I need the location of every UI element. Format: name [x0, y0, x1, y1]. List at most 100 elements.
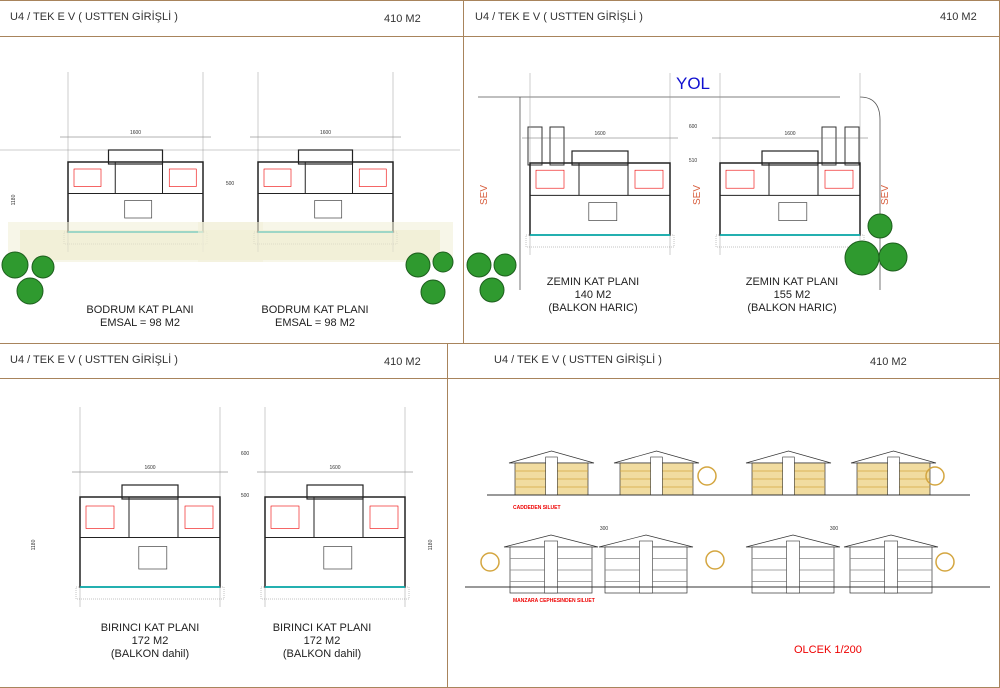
dimension-width: 1600	[144, 465, 155, 471]
room-detail	[168, 168, 197, 187]
dimension-gap: 600	[689, 124, 698, 130]
furniture	[588, 202, 618, 221]
wall-block	[121, 484, 179, 500]
panel-title: U4 / TEK E V ( USTTEN GİRİŞLİ )	[494, 354, 662, 366]
room-detail	[270, 505, 300, 529]
dimension-width: 1600	[130, 130, 141, 136]
panel-title: U4 / TEK E V ( USTTEN GİRİŞLİ )	[475, 11, 643, 23]
tree-icon	[479, 277, 505, 303]
panel-area: 410 M2	[870, 356, 907, 368]
car-icon	[527, 126, 543, 166]
tree-icon	[16, 277, 44, 305]
room-detail	[824, 169, 854, 189]
furniture	[778, 202, 808, 221]
tree-icon	[480, 552, 500, 572]
stair-tower	[650, 456, 663, 496]
dimension-depth: 1180	[11, 194, 17, 205]
street-elevation-label: CADDEDEN SILUET	[513, 505, 561, 511]
stair-tower	[786, 540, 800, 594]
room-detail	[535, 169, 565, 189]
dimension-gap: 510	[689, 158, 698, 164]
terrace	[75, 586, 225, 600]
car-icon	[821, 126, 837, 166]
room-detail	[73, 168, 102, 187]
dimension-gap: 500	[226, 181, 235, 187]
tree-icon	[493, 253, 517, 277]
frame-line	[0, 378, 1000, 379]
frame-line	[0, 343, 1000, 344]
frame-line	[0, 36, 1000, 37]
tree-icon	[867, 213, 893, 239]
wall-outline	[719, 162, 861, 236]
stair-tower	[639, 540, 653, 594]
dimension-spacing: 300	[600, 526, 609, 532]
tree-icon	[697, 466, 717, 486]
tree-icon	[1, 251, 29, 279]
dimension-width: 1600	[329, 465, 340, 471]
furniture	[323, 546, 353, 570]
road-edge	[478, 96, 881, 290]
tree-icon	[925, 466, 945, 486]
car-icon	[844, 126, 860, 166]
dimension-gap: 500	[241, 493, 250, 499]
wall-outline	[67, 161, 204, 233]
wall-block	[107, 149, 164, 165]
scale-label: OLCEK 1/200	[794, 644, 862, 656]
stair-tower	[884, 540, 898, 594]
tree-icon	[420, 279, 446, 305]
tree-icon	[844, 240, 880, 276]
dimension-gap: 600	[241, 451, 250, 457]
room-detail	[358, 168, 387, 187]
tree-icon	[705, 550, 725, 570]
stair-tower	[782, 456, 795, 496]
sev-label: SEV	[479, 185, 490, 205]
sev-label: SEV	[692, 185, 703, 205]
sev-label: SEV	[880, 185, 891, 205]
wall-block	[297, 149, 354, 165]
tree-icon	[31, 255, 55, 279]
room-detail	[725, 169, 755, 189]
terrace	[715, 234, 865, 248]
dimension-depth: 1180	[31, 539, 37, 550]
stair-tower	[544, 540, 558, 594]
tree-icon	[935, 552, 955, 572]
tree-icon	[405, 252, 431, 278]
car-icon	[549, 126, 565, 166]
panel-area: 410 M2	[384, 356, 421, 368]
room-detail	[634, 169, 664, 189]
tree-icon	[878, 242, 908, 272]
wall-block	[761, 150, 819, 166]
room-detail	[369, 505, 399, 529]
panel-title: U4 / TEK E V ( USTTEN GİRİŞLİ )	[10, 354, 178, 366]
dimension-width: 1600	[784, 131, 795, 137]
furniture	[314, 200, 343, 219]
dimension-width: 1600	[320, 130, 331, 136]
room-detail	[263, 168, 292, 187]
tree-icon	[432, 251, 454, 273]
view-elevation-label: MANZARA CEPHESINDEN SILUET	[513, 598, 595, 604]
wall-outline	[529, 162, 671, 236]
terrace	[260, 586, 410, 600]
wall-outline	[264, 496, 406, 588]
dimension-depth: 1180	[428, 539, 434, 550]
stair-tower	[887, 456, 900, 496]
wall-outline	[257, 161, 394, 233]
terrace	[525, 234, 675, 248]
road-label: YOL	[676, 74, 711, 93]
furniture	[138, 546, 168, 570]
frame-line	[0, 0, 1000, 1]
room-detail	[85, 505, 115, 529]
panel-title: U4 / TEK E V ( USTTEN GİRİŞLİ )	[10, 11, 178, 23]
dimension-width: 1600	[594, 131, 605, 137]
frame-divider	[463, 0, 464, 343]
wall-outline	[79, 496, 221, 588]
stair-tower	[545, 456, 558, 496]
wall-block	[571, 150, 629, 166]
tree-icon	[466, 252, 492, 278]
